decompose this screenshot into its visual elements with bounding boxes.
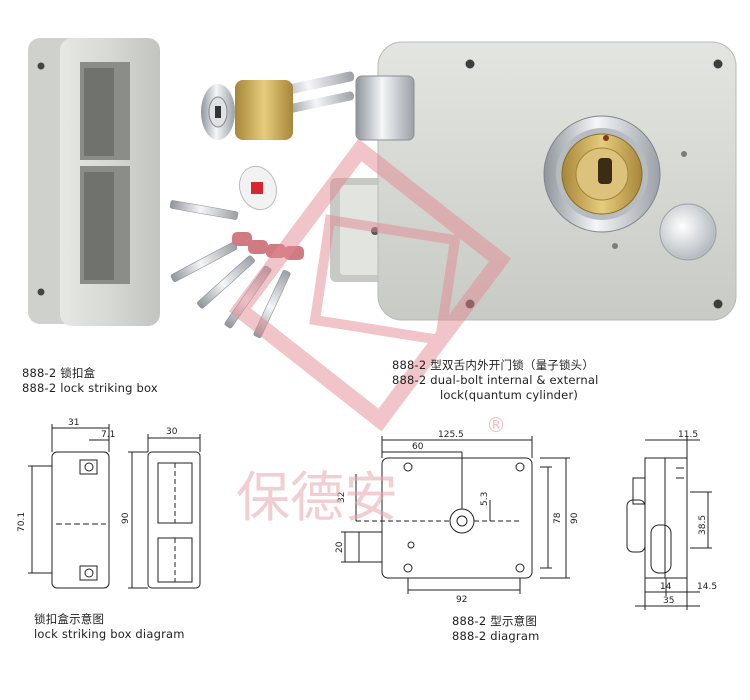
box-diagram-caption-cn: 锁扣盒示意图 [34, 612, 105, 626]
lock-photo-caption-en-2: lock(quantum cylinder) [440, 388, 579, 402]
lock-photo-caption: 888-2 型双舌内外开门锁（量子锁头） 888-2 dual-bolt int… [392, 358, 598, 403]
dim-lock-total-width: 125.5 [438, 430, 464, 440]
striking-box-side-diagram [128, 434, 201, 589]
lock-photo-caption-cn: 888-2 型双舌内外开门锁（量子锁头） [392, 358, 595, 372]
lock-photo-caption-en-1: 888-2 dual-bolt internal & external [392, 373, 599, 387]
striking-box-front-diagram [28, 424, 110, 589]
striking-box-photo [28, 38, 160, 326]
dim-box-height: 70.1 [17, 512, 27, 532]
lock-body-photo [330, 41, 737, 321]
dim-inner-height: 78 [553, 512, 563, 524]
box-diagram-caption-en: lock striking box diagram [34, 627, 185, 641]
dim-side-b2: 14.5 [697, 582, 717, 592]
dim-box-offset: 7.1 [101, 430, 115, 440]
cylinder-photo [201, 71, 355, 140]
watermark-brand: 保德安 [236, 466, 398, 529]
dim-bottom-width: 92 [456, 595, 467, 605]
box-photo-caption-cn: 888-2 锁扣盒 [22, 366, 96, 380]
dim-upper-height: 32 [337, 492, 347, 503]
dim-side-b1: 14 [660, 582, 672, 592]
dim-small: 5.3 [480, 492, 490, 506]
lock-side-diagram [626, 436, 712, 610]
dim-side-total: 35 [663, 596, 674, 606]
box-photo-caption-en: 888-2 lock striking box [22, 381, 158, 395]
lock-diagram-caption-cn: 888-2 型示意图 [452, 614, 538, 628]
dim-outer-height: 90 [570, 512, 580, 524]
watermark-logo [228, 138, 512, 432]
box-photo-caption: 888-2 锁扣盒 888-2 lock striking box [22, 366, 158, 396]
lock-diagram-caption-en: 888-2 diagram [452, 629, 540, 643]
watermark-registered: ® [486, 413, 506, 437]
dim-side-width: 30 [166, 427, 178, 437]
dim-side-height: 90 [121, 512, 131, 524]
dim-box-width: 31 [68, 418, 79, 428]
dim-cylinder-offset: 60 [412, 442, 424, 452]
dim-bolt-height: 20 [335, 541, 345, 553]
box-diagram-caption: 锁扣盒示意图 lock striking box diagram [34, 612, 185, 642]
lock-diagram-caption: 888-2 型示意图 888-2 diagram [452, 614, 540, 644]
lock-front-diagram [341, 436, 570, 594]
dim-side-top: 11.5 [678, 430, 698, 440]
dim-side-mid: 38.5 [698, 515, 708, 535]
